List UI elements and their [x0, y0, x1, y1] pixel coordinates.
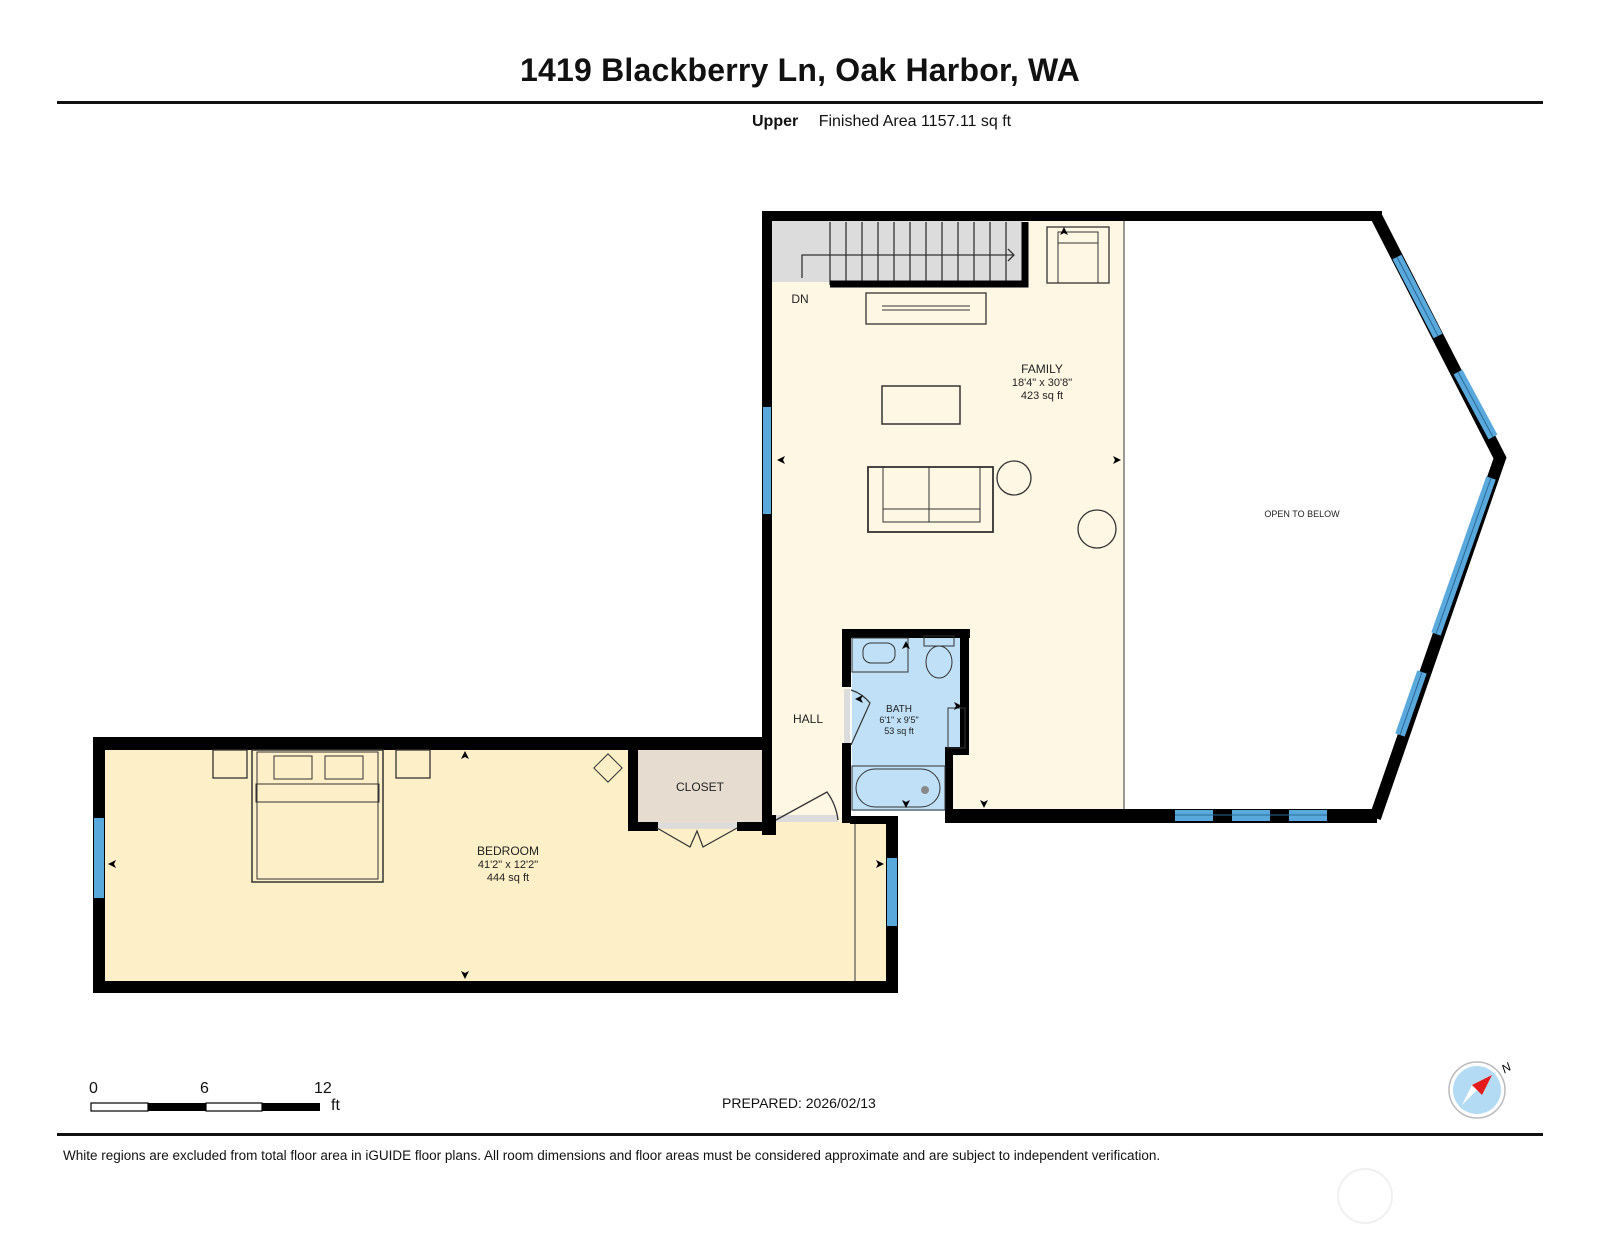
stairs-wall	[830, 222, 1029, 288]
compass-icon	[1448, 1061, 1506, 1119]
watermark-logo	[1337, 1168, 1393, 1224]
scale-tick-12: 12	[314, 1080, 332, 1097]
scale-unit: ft	[331, 1097, 340, 1114]
coffee-table	[881, 385, 961, 425]
bottom-windows	[1175, 810, 1327, 821]
hexagon-windows	[1392, 254, 1498, 737]
tv-console	[865, 292, 987, 325]
bedroom-right-window	[887, 858, 897, 926]
bath-label: BATH	[886, 704, 912, 715]
family-room-fill	[770, 218, 1124, 822]
bath-dims: 6'1" x 9'5"	[879, 715, 918, 725]
scale-tick-6: 6	[200, 1080, 209, 1097]
footer-divider	[57, 1133, 1543, 1136]
bath-door	[850, 689, 871, 746]
scale-tick-0: 0	[89, 1080, 98, 1097]
hall-label: HALL	[793, 712, 823, 726]
toilet-icon	[925, 645, 953, 679]
nightstand-right	[395, 749, 431, 779]
stair-treads	[829, 222, 1007, 285]
bedroom-fill	[104, 748, 892, 982]
bedroom-label: BEDROOM	[477, 844, 539, 858]
closet-bifold-door	[656, 827, 738, 848]
closet-label: CLOSET	[676, 780, 725, 794]
sink-icon	[862, 642, 896, 664]
bathtub	[851, 765, 946, 811]
family-label: FAMILY	[1021, 362, 1063, 376]
floor-subtitle: Upper Finished Area 1157.11 sq ft	[752, 113, 1011, 131]
nightstand-left	[212, 749, 248, 779]
bath-area: 53 sq ft	[884, 726, 914, 736]
stairs-direction-arrow	[801, 254, 1013, 278]
hall-door	[775, 791, 839, 821]
page-title: 1419 Blackberry Ln, Oak Harbor, WA	[520, 52, 1080, 88]
header-divider	[57, 101, 1543, 104]
closet-fill	[636, 750, 766, 829]
compass-north-label: N	[1499, 1059, 1514, 1076]
side-table-1	[996, 460, 1032, 496]
level-name: Upper	[752, 113, 799, 130]
stairs-dn-label: DN	[791, 292, 808, 306]
bed	[251, 749, 384, 883]
bedroom-area: 444 sq ft	[487, 872, 529, 884]
plant-stand	[593, 753, 623, 783]
disclaimer-text: White regions are excluded from total fl…	[63, 1148, 1161, 1163]
family-window	[763, 407, 771, 514]
dimension-markers	[108, 227, 1121, 979]
stairs-landing	[770, 220, 1022, 282]
bedroom-alcove	[852, 822, 892, 982]
open-to-below-label: OPEN TO BELOW	[1264, 509, 1340, 519]
bedroom-left-window	[94, 818, 104, 898]
bedroom-dims: 41'2" x 12'2"	[478, 859, 538, 871]
bath-fill	[852, 638, 965, 811]
scale-bar	[90, 1102, 320, 1112]
prepared-date: PREPARED: 2026/02/13	[722, 1095, 876, 1111]
family-dims: 18'4" x 30'8"	[1012, 377, 1072, 389]
family-area: 423 sq ft	[1021, 390, 1063, 402]
finished-area: Finished Area 1157.11 sq ft	[818, 113, 1012, 130]
side-table-2	[1077, 509, 1117, 549]
